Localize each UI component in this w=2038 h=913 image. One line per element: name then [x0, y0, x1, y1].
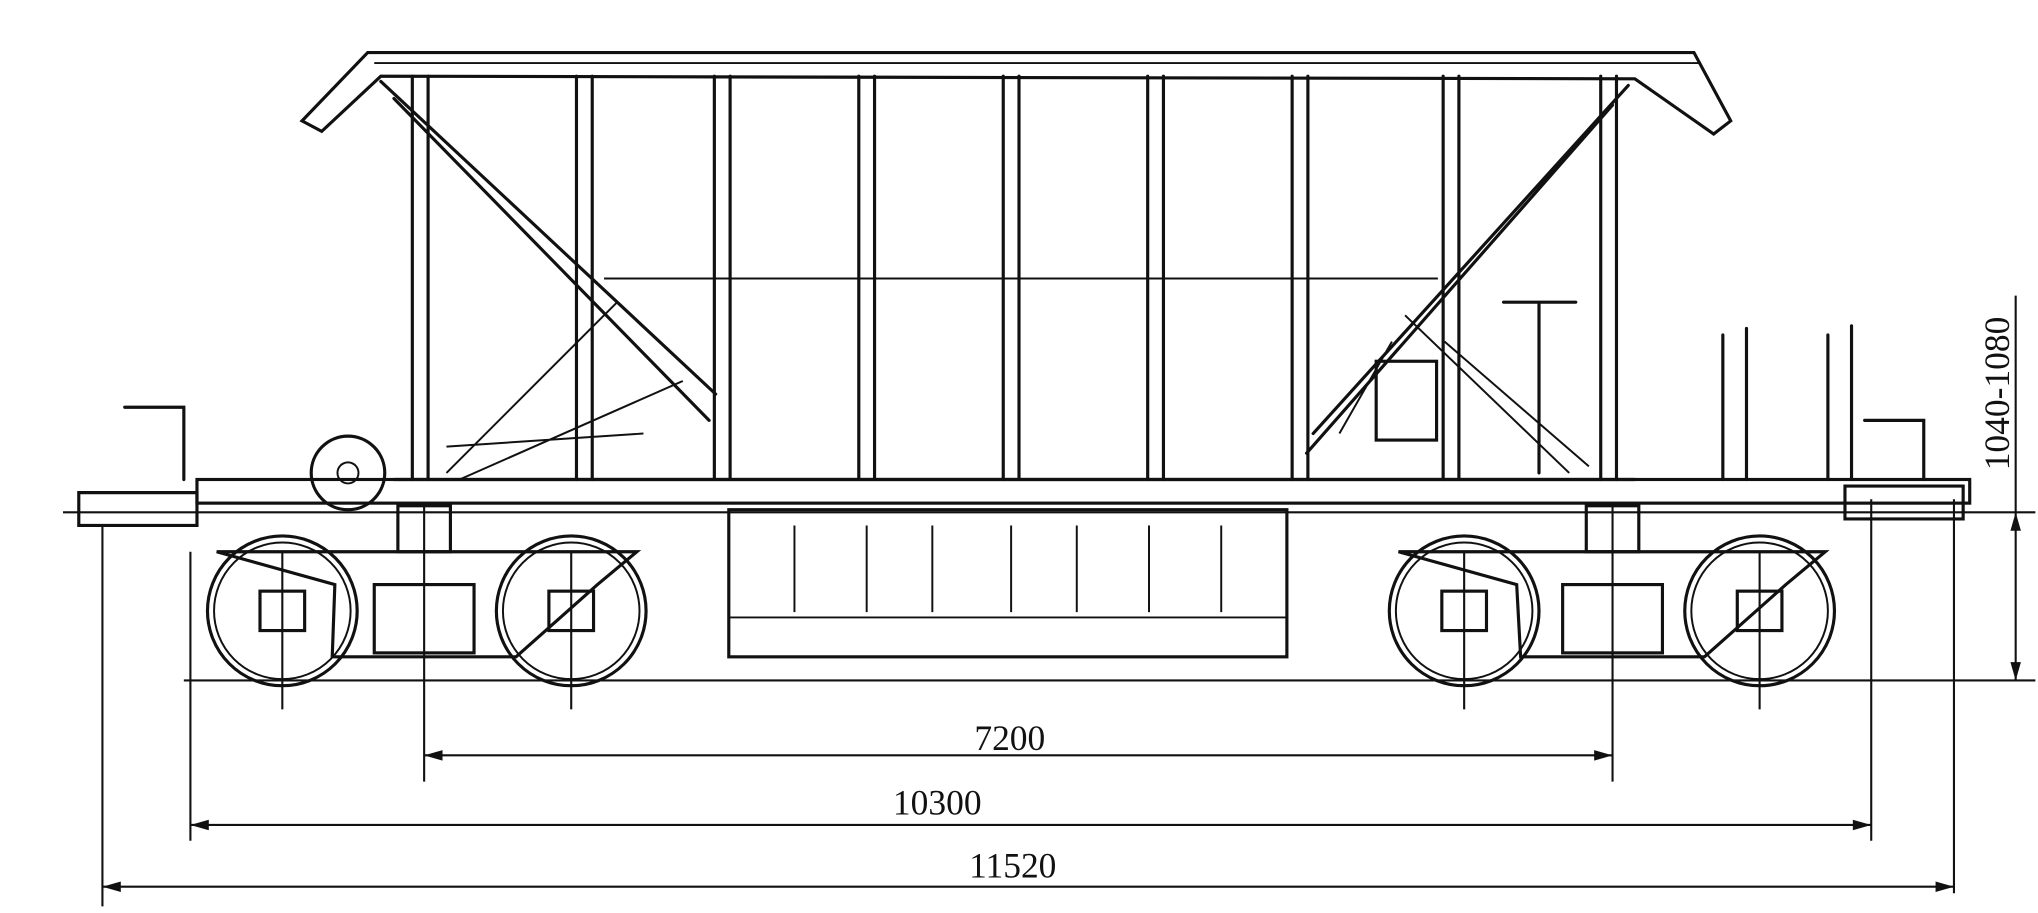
- dimension-overall-length: 11520: [969, 846, 1056, 886]
- bogie-frame: [1398, 550, 1830, 659]
- dimension-coupler-height: 1040-1080: [1977, 317, 2017, 471]
- body-post: [1599, 74, 1619, 482]
- dimension-lines: [102, 295, 2021, 892]
- body-post: [1441, 74, 1461, 482]
- roof: [299, 50, 1733, 136]
- center-lines: [63, 499, 2036, 907]
- bogie-frame: [216, 550, 642, 659]
- underframe: [77, 324, 1972, 659]
- body-post: [410, 74, 430, 482]
- bogies: [205, 504, 1837, 688]
- dimension-coupler-length: 10300: [893, 782, 982, 822]
- hopper-slopes: [379, 79, 1630, 481]
- bogie: [205, 504, 648, 688]
- dimension-bogie-centers: 7200: [974, 718, 1045, 758]
